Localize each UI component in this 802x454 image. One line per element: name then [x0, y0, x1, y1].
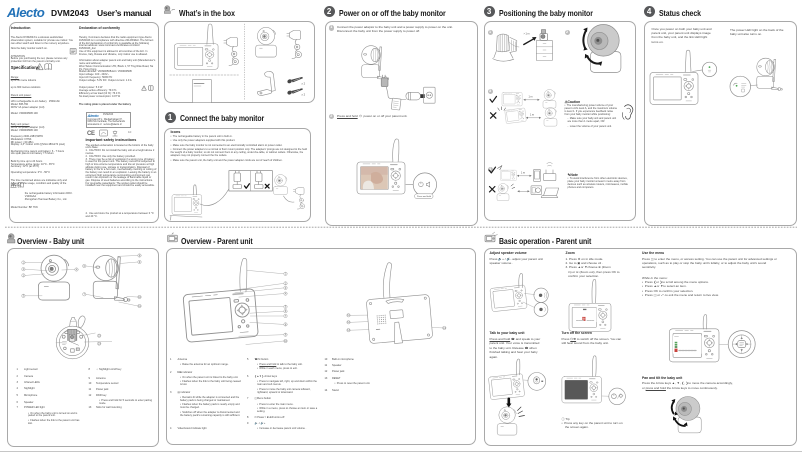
svg-text:10: 10 — [128, 130, 132, 134]
svg-text:CE: CE — [87, 131, 95, 137]
